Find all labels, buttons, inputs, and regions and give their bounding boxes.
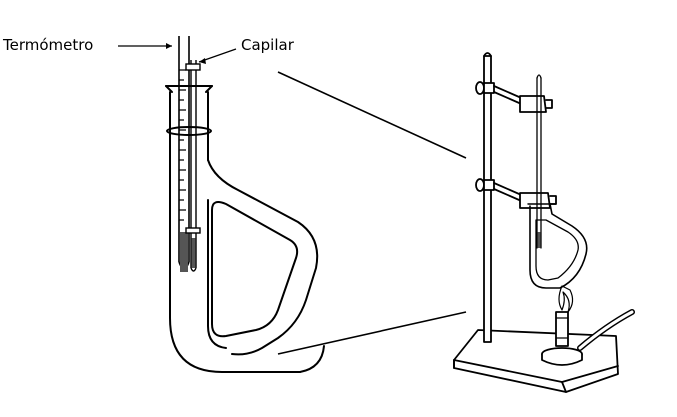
thermometer-label: Termómetro	[3, 36, 94, 54]
capillary-enlarged	[185, 60, 201, 272]
label-leaders	[118, 43, 237, 64]
bunsen-burner	[541, 309, 635, 366]
magnification-lines	[277, 71, 467, 355]
upper-clamp	[475, 81, 553, 113]
thermometer-enlarged	[178, 36, 190, 272]
thiele-tube-small	[529, 203, 588, 289]
capillary-label: Capilar	[241, 36, 294, 54]
apparatus-small	[453, 52, 635, 393]
stand-rod	[483, 55, 492, 343]
burner-flame	[558, 285, 574, 313]
